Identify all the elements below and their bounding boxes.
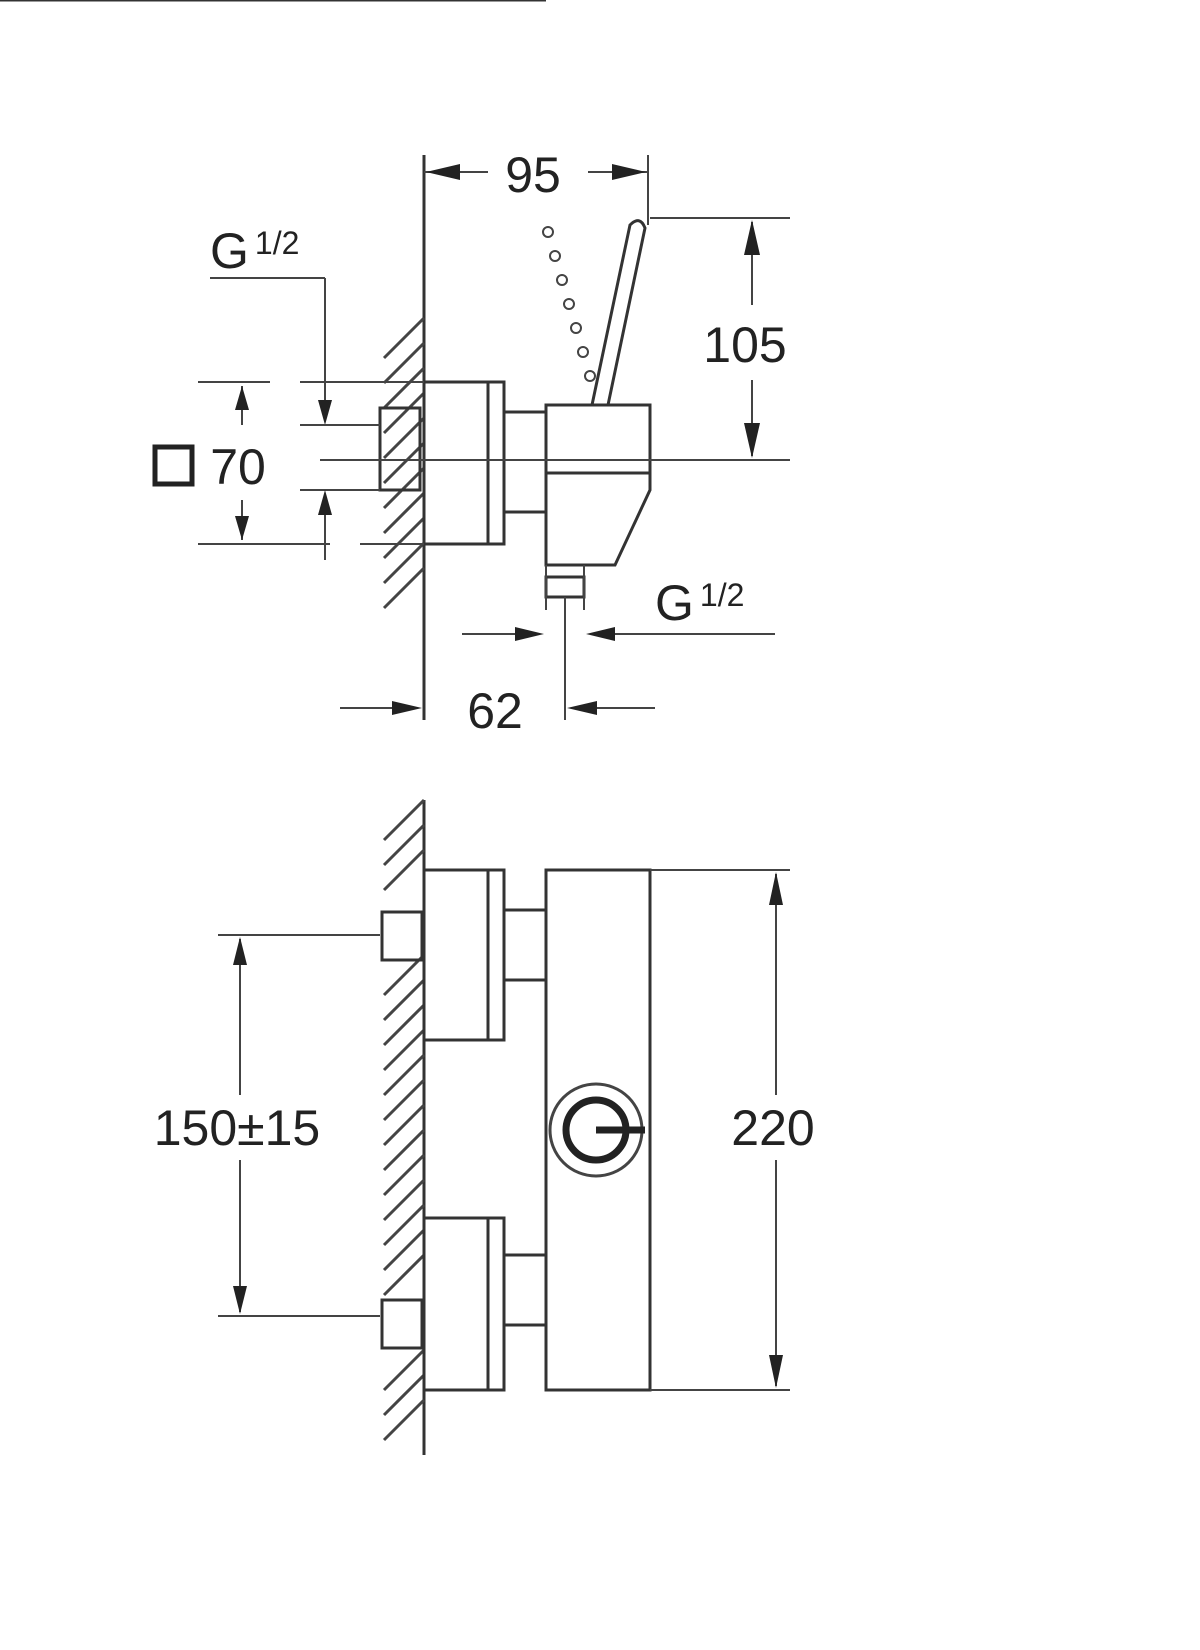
wall-hatch	[382, 316, 426, 610]
lower-inlet-fitting	[380, 1298, 424, 1350]
dimension-label-70: 70	[210, 439, 266, 495]
dimension-95: 95	[424, 147, 649, 225]
dimension-label-150: 150±15	[154, 1100, 320, 1156]
hand-shower-spray-nozzles	[542, 226, 596, 382]
dimension-label-62: 62	[467, 683, 523, 739]
dimension-label-220: 220	[731, 1100, 814, 1156]
dimension-105: 105	[650, 217, 790, 461]
dimension-label-105: 105	[703, 317, 786, 373]
lower-connector	[502, 1253, 548, 1327]
mixer-body	[544, 403, 652, 567]
brand-logo-icon	[548, 1082, 645, 1178]
lower-escutcheon	[422, 1216, 506, 1392]
connector	[502, 410, 548, 514]
wall-hatch	[382, 798, 426, 1442]
front-view: 150±15 220	[154, 798, 815, 1455]
dimension-62: 62	[340, 683, 655, 739]
dimension-label-95: 95	[505, 147, 561, 203]
mixer-body-front	[544, 868, 652, 1392]
inlet-fitting	[378, 406, 422, 492]
dimension-150: 150±15	[154, 934, 380, 1317]
escutcheon	[422, 380, 506, 546]
side-view: 95 105 70	[0, 0, 790, 739]
square-symbol-icon	[152, 444, 195, 487]
upper-inlet-fitting	[380, 910, 424, 962]
upper-connector	[502, 908, 548, 982]
dimension-70: 70	[152, 381, 424, 545]
upper-escutcheon	[422, 868, 506, 1042]
outlet-nut	[544, 575, 586, 599]
hand-shower	[590, 219, 647, 406]
dimension-220: 220	[650, 869, 815, 1391]
